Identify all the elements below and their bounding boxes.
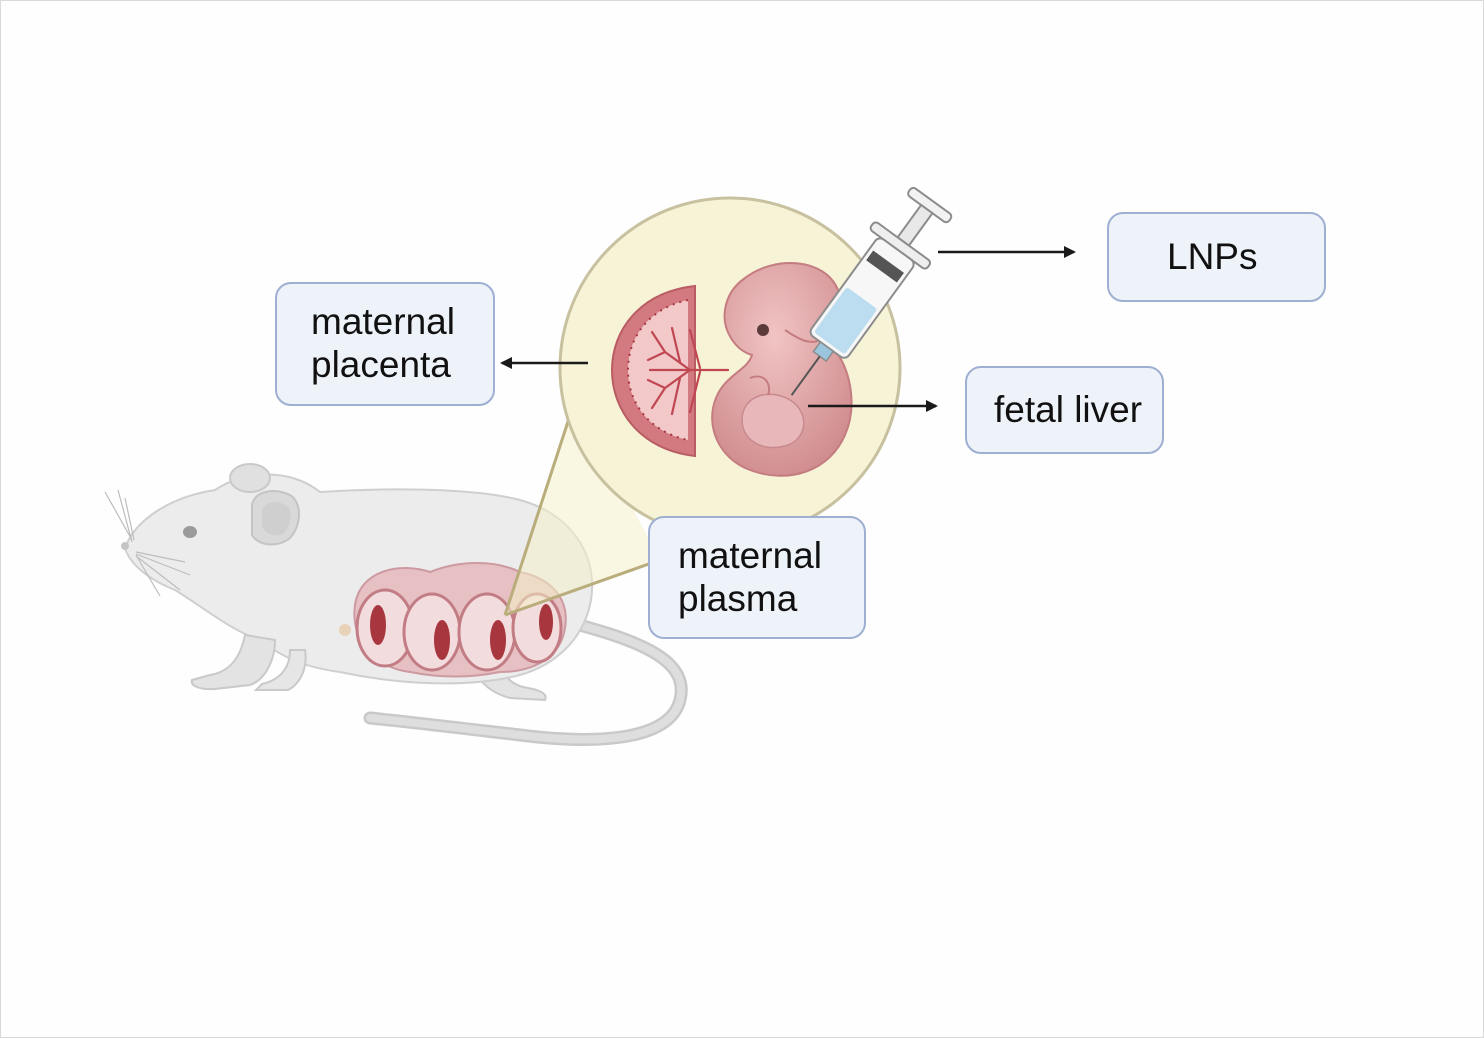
maternal-plasma-line1: maternal [678, 535, 864, 578]
maternal-placenta-line1: maternal [311, 301, 493, 344]
fetal-liver-text: fetal liver [994, 389, 1162, 432]
maternal-plasma-line2: plasma [678, 578, 864, 621]
lnps-label: LNPs [1107, 212, 1326, 302]
maternal-plasma-label: maternal plasma [648, 516, 866, 639]
zoom-circle [560, 198, 900, 538]
maternal-placenta-label: maternal placenta [275, 282, 495, 406]
maternal-placenta-line2: placenta [311, 344, 493, 387]
fetal-liver-label: fetal liver [965, 366, 1164, 454]
lnps-text: LNPs [1167, 236, 1324, 279]
